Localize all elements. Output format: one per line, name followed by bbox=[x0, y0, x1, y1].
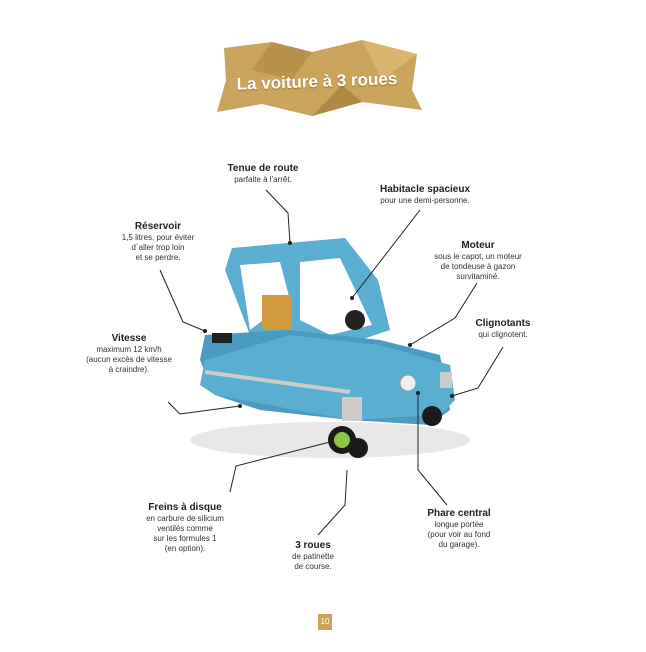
annotation-heading: Freins à disque bbox=[148, 502, 222, 513]
annotation-heading: Moteur bbox=[461, 240, 495, 251]
annotation-tenue-de-route: Tenue de route parfaite à l'arrêt. bbox=[228, 163, 299, 185]
annotation-text: maximum 12 km/h bbox=[96, 345, 162, 354]
annotation-text: qui clignotent. bbox=[478, 330, 528, 339]
annotation-text: (pour voir au fond bbox=[427, 530, 491, 539]
annotation-text: (en option). bbox=[164, 544, 206, 553]
annotation-text: du garage). bbox=[438, 540, 480, 549]
annotation-text: longue portée bbox=[434, 520, 484, 529]
annotation-habitacle: Habitacle spacieux pour une demi-personn… bbox=[380, 184, 470, 206]
annotation-text: sur les formules 1 bbox=[153, 534, 217, 543]
annotation-heading: Phare central bbox=[427, 508, 491, 519]
annotation-text: à craindre). bbox=[108, 365, 150, 374]
annotation-text: (aucun excès de vitesse bbox=[86, 355, 172, 364]
annotation-heading: Réservoir bbox=[134, 221, 182, 232]
annotation-text: survitaminé. bbox=[456, 272, 500, 281]
annotation-text: parfaite à l'arrêt. bbox=[234, 175, 292, 184]
annotation-heading: 3 roues bbox=[295, 540, 331, 551]
annotation-heading: Clignotants bbox=[475, 318, 531, 329]
page-number: 10 bbox=[318, 614, 332, 630]
annotation-text: de patinette bbox=[292, 552, 334, 561]
title-banner bbox=[217, 40, 422, 116]
annotation-moteur: Moteur sous le capot, un moteur de tonde… bbox=[434, 240, 522, 282]
annotation-text: 1,5 litres, pour éviter bbox=[121, 233, 195, 242]
annotation-heading: Habitacle spacieux bbox=[379, 184, 471, 195]
annotation-heading: Vitesse bbox=[111, 333, 147, 344]
annotation-phare-central: Phare central longue portée (pour voir a… bbox=[427, 508, 490, 550]
annotation-text: et se perdre. bbox=[135, 253, 181, 262]
annotation-3-roues: 3 roues de patinette de course. bbox=[292, 540, 334, 572]
annotation-heading: Tenue de route bbox=[227, 163, 299, 174]
annotation-reservoir: Réservoir 1,5 litres, pour éviter d´alle… bbox=[122, 221, 194, 263]
annotation-text: en carbure de silicium bbox=[146, 514, 224, 523]
annotation-vitesse: Vitesse maximum 12 km/h (aucun excès de … bbox=[86, 333, 172, 375]
annotation-text: ventilés comme bbox=[157, 524, 213, 533]
annotation-text: d´aller trop loin bbox=[131, 243, 185, 252]
annotation-text: pour une demi-personne. bbox=[380, 196, 470, 205]
annotation-text: sous le capot, un moteur bbox=[434, 252, 522, 261]
annotation-freins: Freins à disque en carbure de silicium v… bbox=[146, 502, 224, 554]
annotation-text: de tondeuse à gazon bbox=[440, 262, 516, 271]
annotation-clignotants: Clignotants qui clignotent. bbox=[476, 318, 531, 340]
annotation-text: de course. bbox=[294, 562, 332, 571]
